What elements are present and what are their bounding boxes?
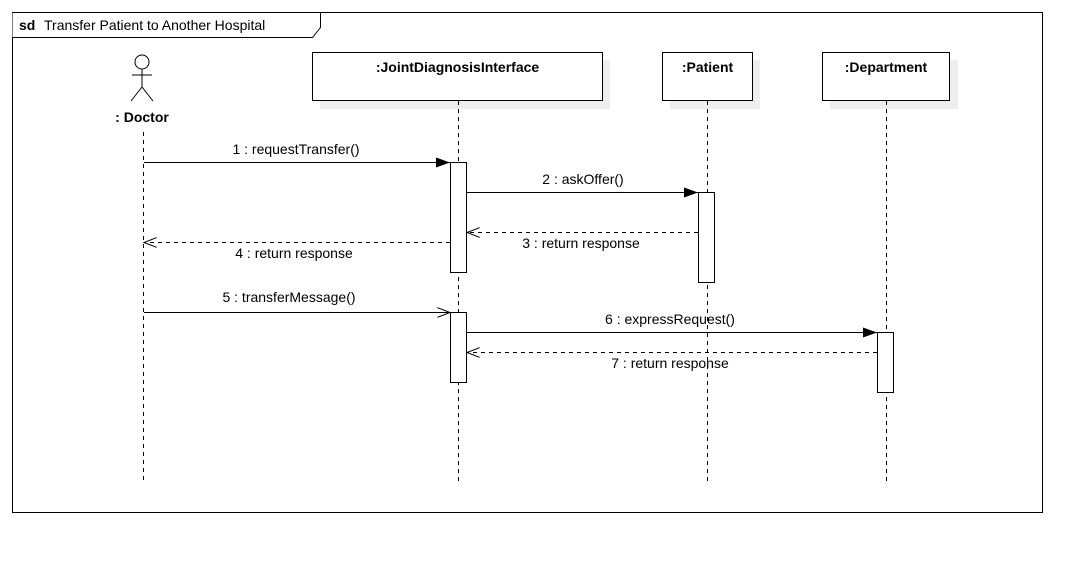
message-1-label: 1 : requestTransfer()	[232, 141, 359, 157]
lifeline-lines	[143, 101, 887, 482]
message-4-label: 4 : return response	[235, 245, 353, 261]
message-2-label: 2 : askOffer()	[542, 171, 623, 187]
message-1: 1 : requestTransfer()	[144, 141, 450, 168]
actor-doctor-label: : Doctor	[115, 109, 169, 125]
lifeline-department-head: :Department	[822, 52, 958, 109]
lifeline-department-label: :Department	[845, 59, 928, 75]
message-6: 6 : expressRequest()	[467, 311, 877, 338]
activation-department-1	[877, 332, 894, 393]
activation-bars	[450, 162, 894, 393]
message-6-label: 6 : expressRequest()	[605, 311, 735, 327]
message-5-label: 5 : transferMessage()	[222, 289, 355, 305]
message-4: 4 : return response	[144, 243, 450, 261]
frame-title: Transfer Patient to Another Hospital	[44, 17, 265, 33]
message-7-label: 7 : return response	[611, 355, 729, 371]
message-7: 7 : return response	[467, 353, 877, 371]
lifeline-joint-label: :JointDiagnosisInterface	[376, 59, 540, 75]
activation-patient-1	[698, 192, 715, 283]
message-2: 2 : askOffer()	[467, 171, 698, 198]
message-5: 5 : transferMessage()	[144, 289, 450, 313]
actor-doctor: : Doctor	[115, 54, 169, 125]
lifeline-patient-head: :Patient	[662, 52, 760, 109]
message-3-label: 3 : return response	[522, 235, 640, 251]
activation-joint-2	[450, 312, 467, 383]
activation-joint-1	[450, 162, 467, 273]
frame-keyword: sd	[19, 17, 35, 33]
sd-frame: sd Transfer Patient to Another Hospital	[12, 12, 1043, 513]
lifeline-joint-head: :JointDiagnosisInterface	[312, 52, 610, 109]
message-3: 3 : return response	[467, 233, 698, 251]
lifeline-patient-label: :Patient	[682, 59, 734, 75]
